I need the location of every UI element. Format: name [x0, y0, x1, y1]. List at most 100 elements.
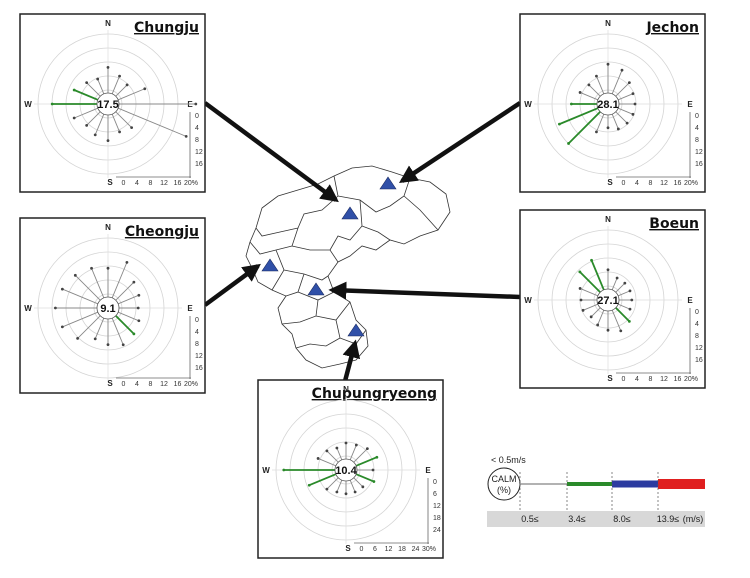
rose-spoke [117, 107, 187, 137]
rose-spoke-tip [361, 485, 365, 489]
rose-spoke [353, 448, 368, 463]
rose-spoke [317, 458, 337, 467]
h-tick-label: 20% [684, 376, 698, 383]
rose-spoke [617, 93, 634, 101]
h-tick-label: 8 [149, 180, 153, 187]
rose-spoke [117, 88, 145, 101]
radial-tick-label: 12 [695, 345, 703, 352]
rose-spoke [336, 479, 343, 493]
rose-spoke-tip [615, 276, 619, 280]
rose-spoke [62, 311, 99, 328]
rose-spoke-tip [620, 68, 624, 72]
calm-unit: (%) [497, 485, 511, 495]
rose-spoke-tip [625, 121, 629, 125]
compass-e: E [425, 466, 431, 475]
h-tick-label: 16 [174, 180, 182, 187]
rose-spoke-tip [633, 102, 637, 106]
h-tick-label: 0 [122, 180, 126, 187]
legend-bin-label-0: 0.5≤ [521, 514, 539, 524]
rose-spoke [349, 444, 357, 461]
rose-spoke [86, 82, 101, 97]
station-name: Chungju [134, 20, 199, 36]
rose-spoke [590, 259, 605, 291]
rose-spoke-tip [630, 298, 634, 302]
rose-spoke [596, 113, 605, 133]
calm-value: 17.5 [97, 99, 118, 111]
h-tick-label: 12 [385, 546, 393, 553]
station-name: Chupungryeong [312, 386, 437, 402]
rose-spoke-tip [118, 130, 121, 134]
rose-spoke [579, 92, 599, 101]
rose-spoke [115, 84, 128, 97]
rose-spoke-tip [627, 81, 631, 85]
rose-spoke-tip [372, 480, 376, 483]
rose-spoke [611, 113, 619, 130]
calm-ring [96, 92, 120, 116]
rose-spoke [111, 75, 120, 95]
marker-boeun [307, 282, 325, 296]
rose-spoke [349, 479, 356, 493]
region-map [245, 165, 451, 369]
marker-chungju [341, 206, 359, 220]
rose-spoke-tip [606, 328, 610, 332]
compass-w: W [524, 100, 532, 109]
legend-dividers [519, 472, 659, 513]
h-tick-label: 0 [622, 180, 626, 187]
rose-spoke [597, 309, 605, 326]
rose-spoke-tip [106, 343, 110, 346]
rose-spoke [579, 288, 599, 297]
compass-e: E [187, 100, 193, 109]
h-tick-label: 0 [360, 546, 364, 553]
h-tick-label: 8 [149, 381, 153, 388]
calm-value: 10.4 [335, 465, 357, 477]
rose-spoke-tip [631, 112, 635, 116]
rose-spoke-tip [628, 289, 632, 293]
station-markers [261, 176, 397, 337]
compass-e: E [687, 100, 693, 109]
h-tick-label: 12 [160, 180, 168, 187]
rose-spoke [579, 271, 601, 293]
h-tick-label: S [607, 374, 613, 383]
rose-spoke [617, 290, 631, 297]
rose-spoke-tip [344, 492, 348, 496]
h-tick-label: 20% [184, 381, 198, 388]
rose-spoke-tip [90, 266, 93, 270]
rose-spoke-tip [558, 122, 561, 126]
rose-spoke-tip [60, 325, 64, 329]
rose-spoke [111, 113, 120, 133]
rose-spoke [111, 262, 128, 299]
rose-spoke [94, 113, 105, 136]
h-tick-label: 24 [412, 546, 420, 553]
rose-spoke-tip [590, 258, 593, 262]
legend-bin-band [487, 511, 705, 527]
legend-bin-label-3: 13.9≤ [657, 514, 680, 524]
legend-bin-label-1: 3.4≤ [568, 514, 586, 524]
rose-spoke [77, 315, 101, 339]
station-name: Boeun [649, 216, 699, 232]
rose-spoke [326, 450, 339, 463]
rose-spoke-tip [72, 88, 76, 92]
radial-tick-label: 8 [195, 341, 199, 348]
rose-spoke [590, 307, 601, 318]
h-tick-label: 0 [122, 381, 126, 388]
rose-spoke-tip [137, 319, 141, 323]
rose-spoke-tip [619, 329, 623, 333]
rose-spoke-tip [325, 487, 329, 491]
rose-spoke-tip [578, 287, 582, 290]
rose-spoke-tip [365, 447, 369, 451]
rose-spoke [611, 277, 618, 291]
rose-spoke-tip [587, 83, 591, 87]
rose-spoke [611, 70, 623, 95]
h-tick-label: 16 [674, 180, 682, 187]
rose-spoke [596, 75, 605, 95]
h-tick-label: S [607, 178, 613, 187]
calm-ring [596, 288, 620, 312]
panel-frame [257, 379, 444, 559]
rose-spoke-tip [106, 66, 110, 69]
h-tick-label: 16 [174, 381, 182, 388]
rose-spoke-tip [354, 443, 358, 447]
